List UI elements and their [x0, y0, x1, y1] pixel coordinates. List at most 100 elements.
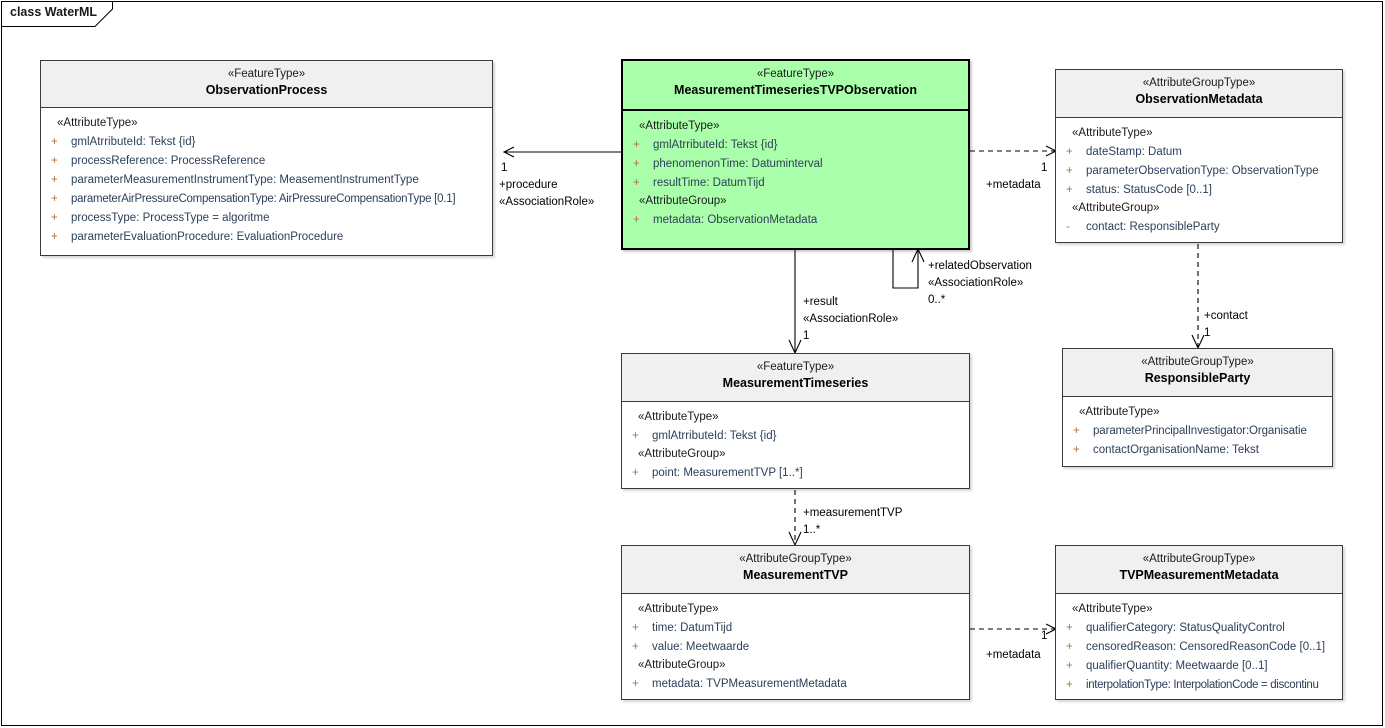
class-stereotype: «AttributeGroupType» [1142, 77, 1256, 89]
attribute-text: gmlAtrributeId: Tekst {id} [653, 139, 778, 151]
class-title: MeasurementTimeseriesTVPObservation [674, 83, 917, 97]
connector-metadata-observation-role: +metadata [986, 179, 1041, 191]
attribute-text: contactOrganisationName: Tekst [1093, 444, 1259, 456]
class-observation-process[interactable]: «FeatureType» ObservationProcess «Attrib… [40, 60, 493, 256]
attribute-group-label: «AttributeType» [639, 120, 720, 132]
visibility-marker: + [51, 212, 58, 224]
connector-metadata-tvp-multiplicity: 1 [1041, 630, 1048, 642]
attribute-group-label: «AttributeGroup» [638, 659, 726, 671]
connector-measurement-tvp-role: +measurementTVP [803, 507, 903, 519]
diagram-frame-label: class WaterML [10, 5, 98, 19]
attribute-text: resultTime: DatumTijd [653, 177, 765, 189]
attribute-row: +parameterEvaluationProcedure: Evaluatio… [43, 227, 490, 246]
attribute-row: + processType: ProcessType = algoritme [43, 208, 490, 227]
class-title: ObservationProcess [205, 83, 328, 97]
class-measurement-timeseries[interactable]: «FeatureType» MeasurementTimeseries «Att… [621, 353, 970, 489]
attribute-text: parameterMeasurementInstrumentType: Meas… [71, 174, 419, 186]
attribute-text: gmlAtrributeId: Tekst {id} [71, 136, 196, 148]
class-header: «FeatureType» MeasurementTimeseriesTVPOb… [623, 61, 968, 111]
class-responsible-party[interactable]: «AttributeGroupType» ResponsibleParty «A… [1062, 348, 1333, 467]
attribute-row: + contactOrganisationName: Tekst [1065, 440, 1330, 459]
frame-tab-shape [1, 1, 113, 27]
connector-measurement-tvp-multiplicity: 1..* [803, 524, 821, 536]
attribute-text: gmlAtrributeId: Tekst {id} [652, 430, 777, 442]
connector-related-observation-stereotype: «AssociationRole» [928, 277, 1024, 289]
attribute-group-label: «AttributeGroup» [639, 195, 727, 207]
attribute-group-label: «AttributeType» [1079, 406, 1160, 418]
attribute-text: parameterAirPressureCompensationType: Ai… [71, 193, 456, 205]
connector-procedure-multiplicity: 1 [501, 162, 508, 174]
attribute-text: metadata: TVPMeasurementMetadata [652, 678, 847, 690]
attribute-text: qualifierQuantity: Meetwaarde [0..1] [1086, 660, 1268, 672]
connector-related-observation-role: +relatedObservation [928, 260, 1032, 272]
connector-related-observation-multiplicity: 0..* [928, 294, 946, 306]
class-body: «AttributeType» +qualifierCategory: Stat… [1056, 594, 1342, 701]
attribute-group-label: «AttributeGroup» [1072, 202, 1160, 214]
class-tvp-measurement-metadata[interactable]: «AttributeGroupType» TVPMeasurementMetad… [1055, 545, 1343, 700]
class-measurement-timeseries-tvp-observation[interactable]: «FeatureType» MeasurementTimeseriesTVPOb… [621, 59, 970, 250]
connector-metadata-observation-multiplicity: 1 [1041, 162, 1048, 174]
attribute-row: +dateStamp: Datum [1058, 142, 1340, 161]
connector-procedure-stereotype: «AssociationRole» [499, 196, 595, 208]
attribute-group-label: «AttributeType» [638, 603, 719, 615]
attribute-row: +parameterObservationType: ObservationTy… [1058, 161, 1340, 180]
visibility-marker: + [1066, 146, 1073, 158]
attribute-group-label: «AttributeType» [1072, 603, 1153, 615]
attribute-group-label: «AttributeType» [57, 117, 138, 129]
connector-contact-multiplicity: 1 [1204, 327, 1211, 339]
attribute-row: + censoredReason: CensoredReasonCode [0..… [1058, 637, 1340, 656]
class-observation-metadata[interactable]: «AttributeGroupType» ObservationMetadata… [1055, 69, 1343, 243]
attribute-row: + parameterPrincipalInvestigator:Organisa… [1065, 421, 1330, 440]
class-title: MeasurementTimeseries [722, 376, 869, 390]
attribute-text: parameterPrincipalInvestigator:Organisat… [1093, 425, 1307, 437]
attribute-text: interpolationType: InterpolationCode = d… [1086, 679, 1319, 691]
visibility-marker: + [632, 430, 639, 442]
attribute-row: + gmlAtrributeId: Tekst {id} [43, 132, 490, 151]
visibility-marker: + [1073, 425, 1080, 437]
attribute-text: value: Meetwaarde [652, 641, 750, 653]
visibility-marker: + [633, 214, 640, 226]
class-body: «AttributeType» + gmlAtrributeId: Tekst {… [623, 111, 968, 236]
attribute-group-label: «AttributeType» [1072, 127, 1153, 139]
class-header: «AttributeGroupType» TVPMeasurementMetad… [1056, 546, 1342, 594]
attribute-row: +processReference: ProcessReference [43, 151, 490, 170]
connector-result-stereotype: «AssociationRole» [803, 313, 899, 325]
visibility-marker: + [1066, 660, 1073, 672]
class-header: «FeatureType» ObservationProcess [41, 61, 492, 108]
attribute-text: metadata: ObservationMetadata [653, 214, 818, 226]
class-body: «AttributeType» + gmlAtrributeId: Tekst {… [41, 108, 492, 253]
attribute-row: +status: StatusCode [0..1] [1058, 180, 1340, 199]
visibility-marker: + [51, 174, 58, 186]
class-stereotype: «AttributeGroupType» [1142, 553, 1256, 565]
visibility-marker: + [1073, 444, 1080, 456]
attribute-group-label: «AttributeType» [638, 411, 719, 423]
connector-procedure-role: +procedure [499, 179, 558, 191]
attribute-text: processType: ProcessType = algoritme [71, 212, 270, 224]
visibility-marker: + [633, 177, 640, 189]
attribute-row: +interpolationType: InterpolationCode = … [1058, 675, 1340, 694]
class-stereotype: «FeatureType» [756, 361, 835, 373]
class-body: «AttributeType» + gmlAtrributeId: Tekst {… [622, 402, 969, 489]
attribute-row: +qualifierCategory: StatusQualityControl [1058, 618, 1340, 637]
attribute-text: parameterObservationType: ObservationTyp… [1086, 165, 1319, 177]
class-stereotype: «FeatureType» [756, 68, 835, 80]
connector-metadata-tvp-role: +metadata [986, 649, 1041, 661]
class-header: «AttributeGroupType» ResponsibleParty [1063, 349, 1332, 397]
class-stereotype: «AttributeGroupType» [739, 553, 852, 565]
attribute-text: contact: ResponsibleParty [1086, 221, 1220, 233]
attribute-row: + resultTime: DatumTijd [625, 173, 966, 192]
class-header: «AttributeGroupType» MeasurementTVP [622, 546, 969, 594]
attribute-text: qualifierCategory: StatusQualityControl [1086, 622, 1285, 634]
attribute-text: phenomenonTime: Datuminterval [653, 158, 823, 170]
visibility-marker: + [632, 467, 639, 479]
class-header: «AttributeGroupType» ObservationMetadata [1056, 70, 1342, 118]
attribute-row: +parameterAirPressureCompensationType: A… [43, 189, 490, 208]
attribute-text: point: MeasurementTVP [1..*] [652, 467, 803, 479]
visibility-marker: + [51, 136, 58, 148]
class-body: «AttributeType» +dateStamp: Datum +param… [1056, 118, 1342, 243]
visibility-marker: + [1066, 641, 1073, 653]
class-measurement-tvp[interactable]: «AttributeGroupType» MeasurementTVP «Att… [621, 545, 970, 700]
attribute-text: censoredReason: CensoredReasonCode [0..1… [1086, 641, 1326, 653]
visibility-marker: + [632, 641, 639, 653]
